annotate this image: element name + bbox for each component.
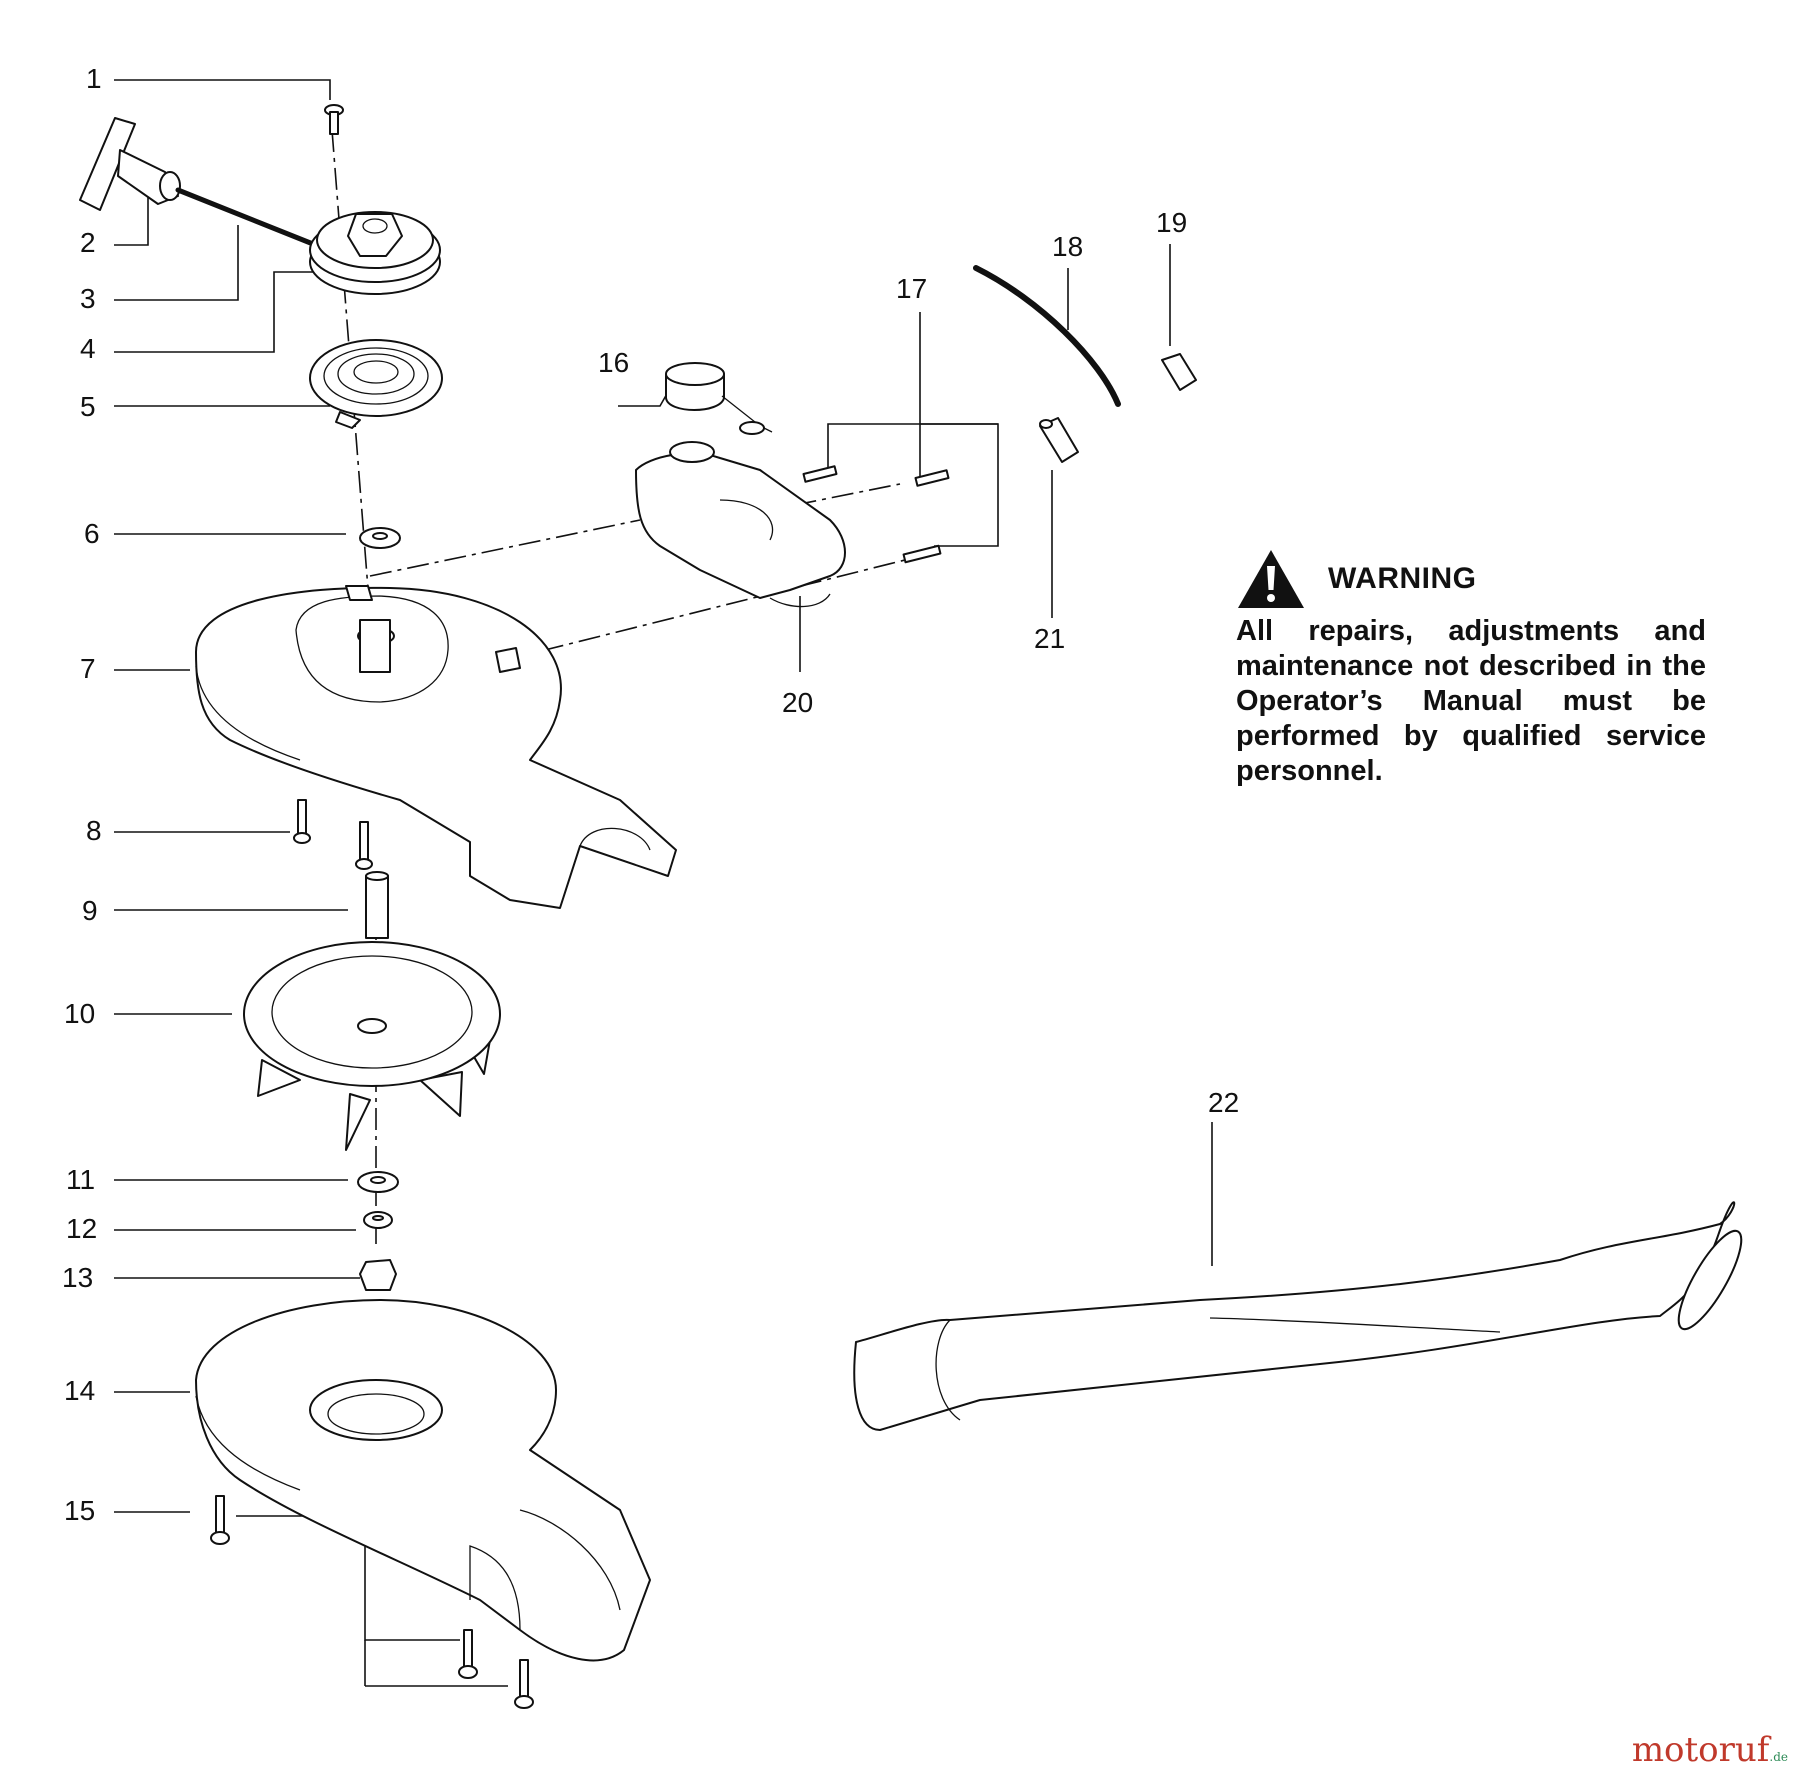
leader-4 [114,271,315,353]
part-9-spacer [365,871,389,939]
callout-1: 1 [86,63,102,94]
part-17-screws [802,465,950,564]
callout-5: 5 [80,391,96,422]
callout-4: 4 [80,333,96,364]
callout-labels: 1 2 3 4 5 6 7 8 9 10 11 12 13 14 15 16 1… [62,63,1239,1526]
callout-17: 17 [896,273,927,304]
axis-tank-1 [369,519,641,577]
axis-tank-2 [504,559,906,661]
part-8-screws [293,799,373,870]
callout-7: 7 [80,653,96,684]
part-5-rewind-spring [309,339,443,429]
part-13-nut [359,1259,397,1291]
leader-3 [114,225,239,301]
part-19-fuel-filter [1161,353,1197,391]
warning-notice: WARNING All repairs, adjustments and mai… [1236,548,1706,789]
callout-16: 16 [598,347,629,378]
axis-upper [331,129,373,641]
callout-21: 21 [1034,623,1065,654]
callout-11: 11 [66,1164,95,1195]
part-12-lock-washer [363,1211,393,1229]
part-20-fuel-tank [635,441,846,608]
part-6-washer [359,527,401,549]
callout-18: 18 [1052,231,1083,262]
callout-6: 6 [84,518,100,549]
part-3-starter-rope [175,187,321,249]
warning-title: WARNING [1328,562,1477,595]
callout-22: 22 [1208,1087,1239,1118]
leader-lines [114,79,1213,1687]
callout-13: 13 [62,1262,93,1293]
warning-triangle-icon [1238,550,1304,608]
callout-12: 12 [66,1213,97,1244]
part-14-lower-housing [195,1299,651,1662]
leader-1 [114,79,331,100]
part-21-fitting [1039,417,1079,463]
callout-2: 2 [80,227,96,258]
part-15-screws [210,1495,534,1709]
part-18-fuel-line [973,265,1121,407]
leader-15b [236,1515,460,1641]
watermark-logo: motoruf.de [1632,1730,1788,1770]
part-2-starter-handle [79,117,181,211]
part-22-blower-tube [853,1201,1743,1431]
leader-16 [618,391,669,407]
part-11-washer [357,1171,399,1193]
part-4-starter-pulley [309,211,441,295]
callout-10: 10 [64,998,95,1029]
part-10-impeller [243,941,501,1151]
callout-8: 8 [86,815,102,846]
callout-9: 9 [82,895,98,926]
watermark-suffix: .de [1769,1750,1788,1764]
callout-15: 15 [64,1495,95,1526]
callout-14: 14 [64,1375,95,1406]
watermark-text: motoruf [1631,1730,1770,1770]
leader-2 [114,195,149,246]
warning-header: WARNING [1236,548,1706,610]
part-1-screw [324,104,344,135]
callout-19: 19 [1156,207,1187,238]
leader-17b [827,423,999,547]
part-16-fuel-cap [665,362,773,435]
warning-text: All repairs, adjustments and maintenance… [1236,615,1706,787]
callout-20: 20 [782,687,813,718]
callout-3: 3 [80,283,96,314]
part-7-upper-housing [195,585,677,909]
